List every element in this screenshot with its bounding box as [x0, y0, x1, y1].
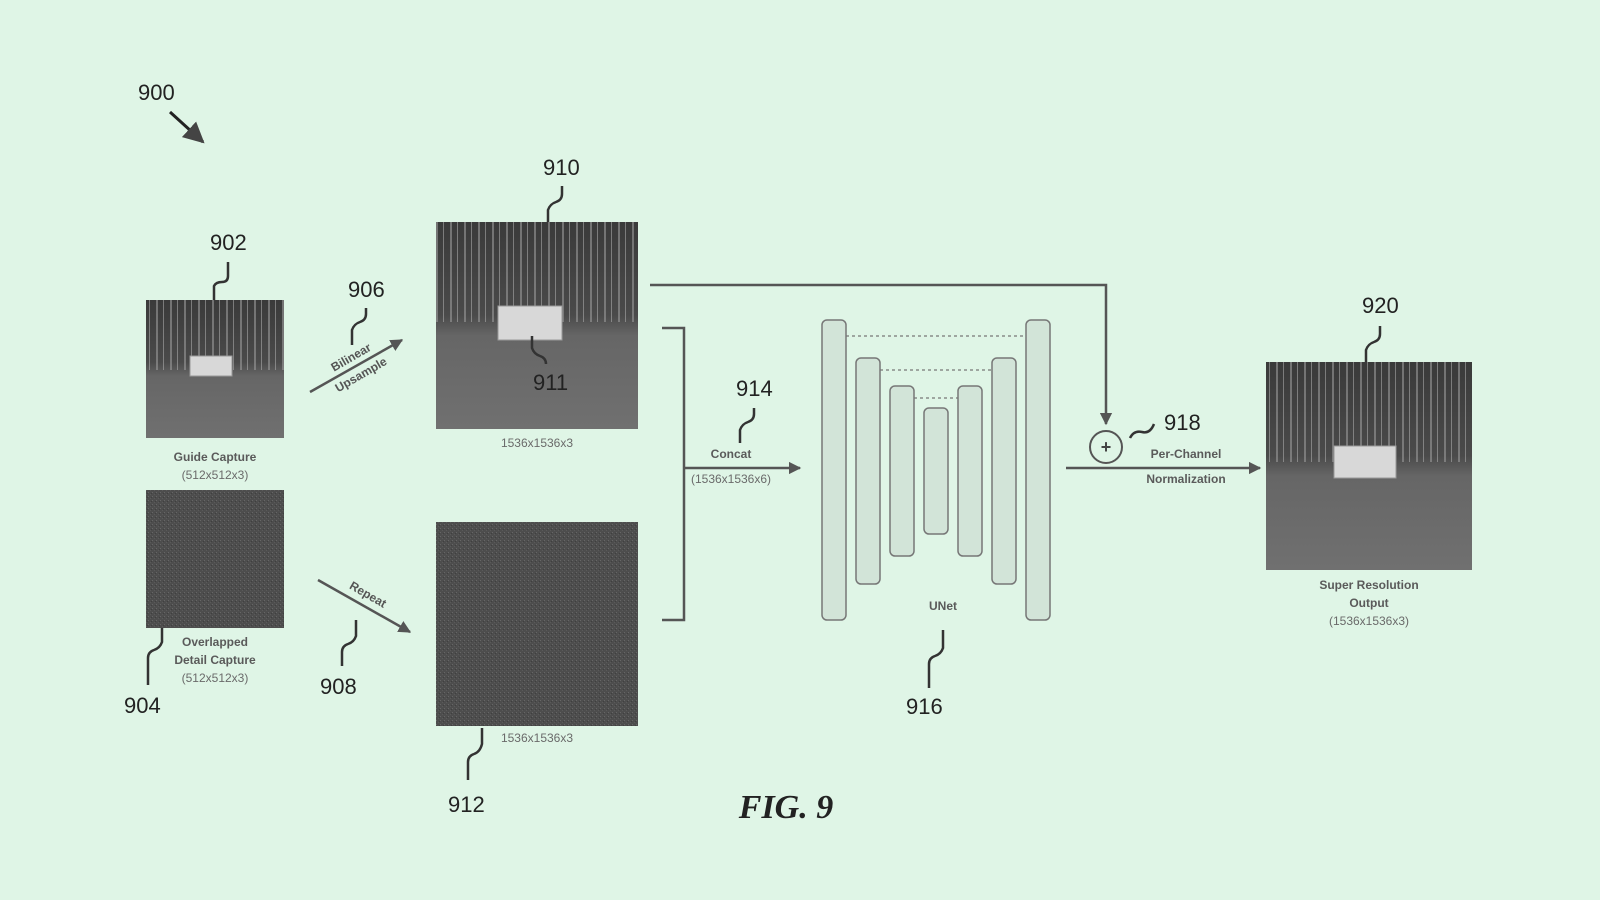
unet-bottleneck-bar	[923, 407, 949, 535]
concat-bracket	[662, 326, 686, 622]
upsampled-image	[436, 222, 638, 429]
ref-904: 904	[124, 693, 161, 718]
ref-910: 910	[543, 155, 580, 180]
ref-900-arrow	[168, 110, 205, 144]
repeat-label: Repeat	[347, 578, 389, 610]
upsampled-size: 1536x1536x3	[501, 436, 573, 450]
guide-capture-image	[146, 300, 284, 438]
leader-911	[530, 336, 548, 365]
normalization-label-line1: Per-Channel	[1151, 447, 1222, 461]
unet-encoder-bar-2	[855, 357, 881, 585]
guide-caption-line1: Guide Capture	[174, 450, 257, 464]
leader-920	[1364, 326, 1382, 362]
ref-914: 914	[736, 376, 773, 401]
detail-capture-image	[146, 490, 284, 628]
guide-caption-line2: (512x512x3)	[182, 468, 249, 482]
detail-caption-line3: (512x512x3)	[182, 671, 249, 685]
ref-916: 916	[906, 694, 943, 719]
leader-902	[212, 262, 230, 300]
figure-title: FIG. 9	[738, 789, 833, 826]
ref-911: 911	[533, 370, 568, 395]
repeated-size: 1536x1536x3	[501, 731, 573, 745]
leader-910	[546, 186, 564, 222]
leader-908	[340, 620, 358, 666]
ref-912: 912	[448, 792, 485, 817]
ref-908: 908	[320, 674, 357, 699]
normalization-label-line2: Normalization	[1146, 472, 1225, 486]
ref-918: 918	[1164, 410, 1201, 435]
repeated-detail-image	[436, 522, 638, 726]
unet-decoder-bar-3	[957, 385, 983, 557]
unet-block	[821, 319, 1051, 621]
concat-label: Concat	[711, 447, 752, 461]
leader-904	[146, 628, 164, 685]
leader-906	[350, 308, 368, 345]
unet-decoder-bar-2	[991, 357, 1017, 585]
ref-900: 900	[138, 80, 175, 105]
residual-skip-arrow	[650, 283, 1113, 426]
ref-920: 920	[1362, 293, 1399, 318]
output-caption-line1: Super Resolution	[1319, 578, 1418, 592]
upsample-arrow	[309, 338, 404, 394]
leader-912	[466, 728, 484, 780]
unet-encoder-bar-1	[821, 319, 847, 621]
add-operator	[1089, 430, 1123, 464]
detail-caption-line1: Overlapped	[182, 635, 248, 649]
unet-encoder-bar-3	[889, 385, 915, 557]
ref-906: 906	[348, 277, 385, 302]
add-symbol: +	[1101, 437, 1112, 457]
leader-914	[738, 408, 756, 443]
unet-decoder-bar-1	[1025, 319, 1051, 621]
output-caption-line3: (1536x1536x3)	[1329, 614, 1409, 628]
leader-918	[1128, 423, 1156, 439]
concat-size: (1536x1536x6)	[691, 472, 771, 486]
ref-902: 902	[210, 230, 247, 255]
leader-916	[927, 630, 945, 688]
detail-caption-line2: Detail Capture	[174, 653, 256, 667]
super-resolution-output-image	[1266, 362, 1472, 570]
output-caption-line2: Output	[1349, 596, 1388, 610]
repeat-arrow	[317, 578, 412, 634]
unet-label: UNet	[929, 599, 957, 613]
